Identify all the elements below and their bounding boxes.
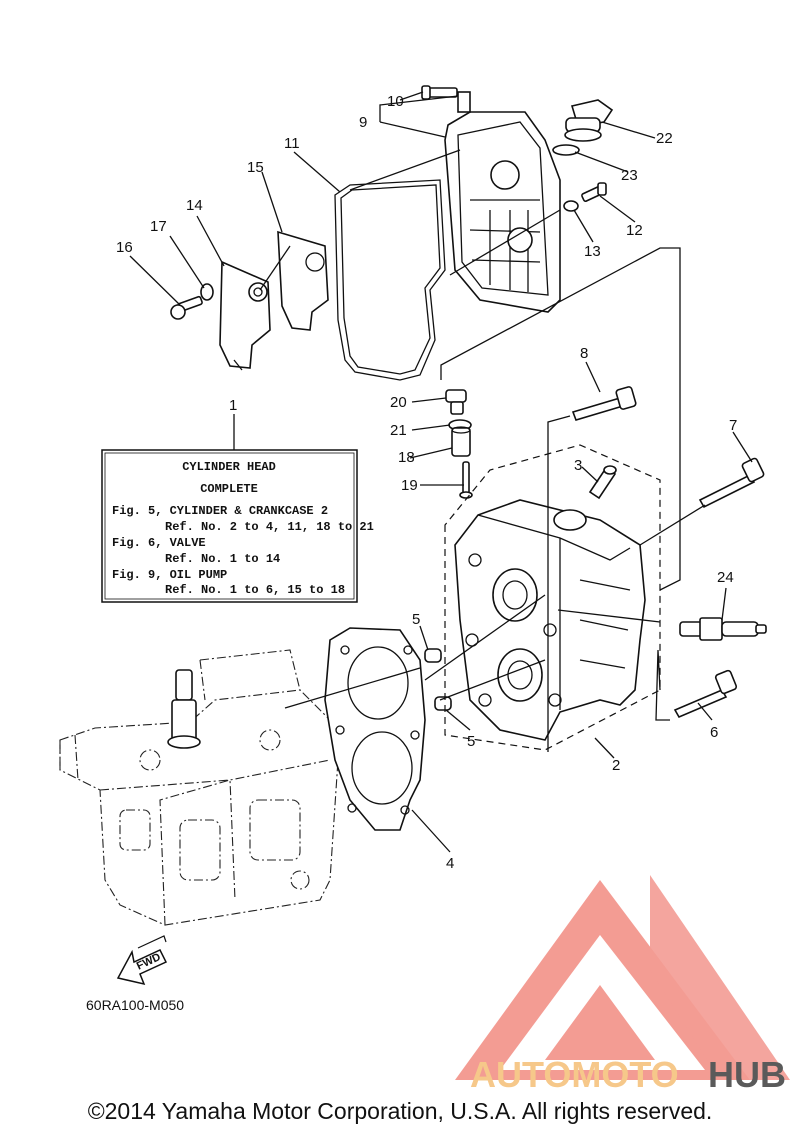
sleeve-18 <box>451 426 471 457</box>
callout-1: 1 <box>229 397 237 414</box>
callout-13: 13 <box>584 243 601 260</box>
callout-2: 2 <box>612 757 620 774</box>
bolt-6 <box>673 669 738 719</box>
callout-17: 17 <box>150 218 167 235</box>
fwd-arrow-icon <box>116 935 168 986</box>
callout-20: 20 <box>390 394 407 411</box>
callout-15: 15 <box>247 159 264 176</box>
box-line-2: COMPLETE <box>200 482 258 496</box>
callout-8: 8 <box>580 345 588 362</box>
callout-16: 16 <box>116 239 133 256</box>
callout-4: 4 <box>446 855 454 872</box>
watermark-text-part1: AUTOMOTO <box>470 1054 679 1095</box>
copyright-notice: ©2014 Yamaha Motor Corporation, U.S.A. A… <box>87 1098 713 1124</box>
dowel-pin-lower <box>434 696 452 711</box>
box-line-4: Ref. No. 2 to 4, 11, 18 to 21 <box>165 520 374 534</box>
callout-23: 23 <box>621 167 638 184</box>
box-line-8: Ref. No. 1 to 6, 15 to 18 <box>165 583 345 597</box>
screw-16 <box>170 295 203 320</box>
callout-22: 22 <box>656 130 673 147</box>
cylinder-head-complete-box: CYLINDER HEAD COMPLETE Fig. 5, CYLINDER … <box>101 449 374 603</box>
box-line-5: Fig. 6, VALVE <box>112 536 206 550</box>
oil-plug-20 <box>445 389 467 415</box>
dowel-pin-upper <box>424 648 442 663</box>
cylinder-head <box>454 499 646 741</box>
drawing-code: 60RA100-M050 <box>86 997 184 1013</box>
callout-10: 10 <box>387 93 404 110</box>
stud-3 <box>588 465 617 500</box>
head-cover-gasket <box>334 179 446 381</box>
assembly-dashed-outline <box>444 444 661 751</box>
callout-19: 19 <box>401 477 418 494</box>
callout-11: 11 <box>284 135 300 152</box>
spark-plug <box>679 617 767 641</box>
watermark-text-part2: HUB <box>708 1054 786 1095</box>
callout-21: 21 <box>390 422 407 439</box>
box-line-6: Ref. No. 1 to 14 <box>165 552 280 566</box>
leader-lines <box>129 91 753 853</box>
crankcase-ghost-outline <box>59 649 341 926</box>
box-line-3: Fig. 5, CYLINDER & CRANKCASE 2 <box>112 504 328 518</box>
callout-3: 3 <box>574 457 582 474</box>
callout-6: 6 <box>710 724 718 741</box>
cylinder-head-gasket <box>324 627 426 831</box>
gasket-15 <box>277 230 329 331</box>
bolt-7 <box>698 457 765 509</box>
watermark-logo <box>455 875 790 1080</box>
washer-13 <box>563 200 579 212</box>
oil-filler-cap <box>564 99 614 142</box>
box-line-1: CYLINDER HEAD <box>182 460 276 474</box>
bolt-10 <box>421 85 458 100</box>
anode-cover-14 <box>219 260 271 369</box>
o-ring-23 <box>552 144 580 156</box>
pin-19 <box>459 461 473 499</box>
bolt-12 <box>581 182 607 202</box>
callout-9: 9 <box>359 114 367 131</box>
crankshaft-stub <box>167 669 201 749</box>
callout-7: 7 <box>729 417 737 434</box>
cylinder-head-cover <box>444 91 561 313</box>
callout-5-upper: 5 <box>412 611 420 628</box>
callout-12: 12 <box>626 222 643 239</box>
box-line-7: Fig. 9, OIL PUMP <box>112 568 227 582</box>
callout-24: 24 <box>717 569 734 586</box>
bolt-8 <box>571 386 637 421</box>
callout-14: 14 <box>186 197 203 214</box>
callout-18: 18 <box>398 449 415 466</box>
callout-5-lower: 5 <box>467 733 475 750</box>
